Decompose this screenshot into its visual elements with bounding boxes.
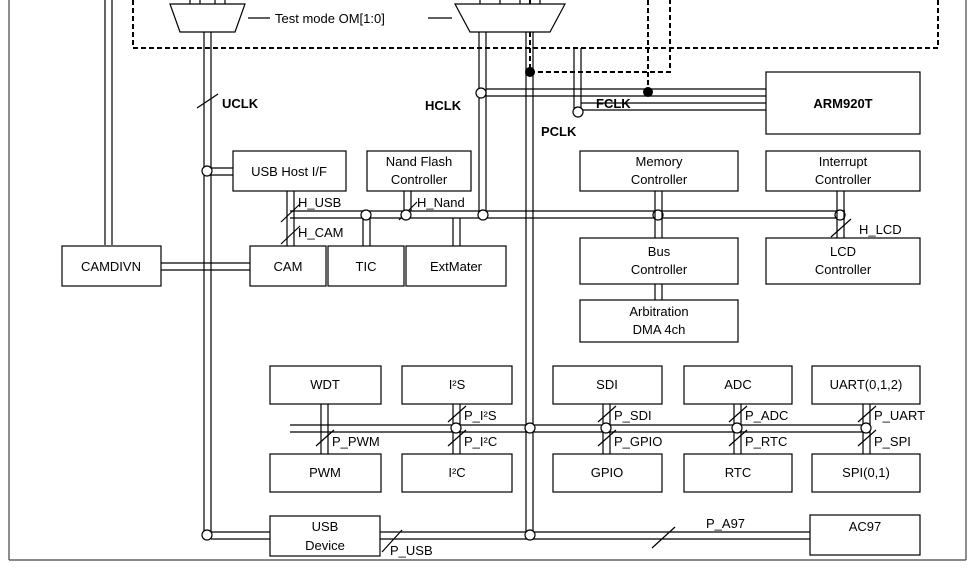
rtc-label: RTC bbox=[725, 465, 751, 480]
nand-line1: Nand Flash bbox=[386, 154, 452, 169]
interrupt-controller-block bbox=[765, 150, 921, 192]
lcd-controller-block bbox=[765, 237, 921, 285]
adc-label: ADC bbox=[724, 377, 751, 392]
apb-connectors bbox=[315, 404, 877, 454]
sdi-block bbox=[552, 365, 663, 405]
uart-block bbox=[811, 365, 921, 405]
wdt-block bbox=[269, 365, 382, 405]
inner-dashed-box bbox=[529, 0, 671, 73]
int-line1: Interrupt bbox=[819, 154, 868, 169]
h-cam-label: H_CAM bbox=[298, 225, 344, 240]
adc-block bbox=[683, 365, 793, 405]
pwm-label: PWM bbox=[309, 465, 341, 480]
lcd-line2: Controller bbox=[815, 262, 872, 277]
test-mode-label: Test mode OM[1:0] bbox=[275, 11, 385, 26]
p-i2c-label: P_I²C bbox=[464, 434, 497, 449]
arm920t-label: ARM920T bbox=[813, 96, 872, 111]
pclk-label: PCLK bbox=[541, 124, 577, 139]
usb-dev-line2: Device bbox=[305, 538, 345, 553]
p-sdi-label: P_SDI bbox=[614, 408, 652, 423]
hclk-node bbox=[475, 87, 487, 99]
cam-block bbox=[249, 245, 327, 287]
arbitration-dma-block bbox=[579, 299, 739, 343]
hclk-label: HCLK bbox=[425, 98, 462, 113]
pclk-junction-dot bbox=[525, 67, 535, 77]
arb-line1: Arbitration bbox=[629, 304, 688, 319]
i2c-block bbox=[401, 453, 513, 493]
p-uart-label: P_UART bbox=[874, 408, 925, 423]
extmater-block bbox=[405, 245, 507, 287]
memory-controller-block bbox=[579, 150, 739, 192]
h-lcd-label: H_LCD bbox=[859, 222, 902, 237]
p-i2s-label: P_I²S bbox=[464, 408, 497, 423]
p-spi-label: P_SPI bbox=[874, 434, 911, 449]
nand-line2: Controller bbox=[391, 172, 448, 187]
fclk-node bbox=[572, 106, 584, 118]
bus-line1: Bus bbox=[648, 244, 671, 259]
usb-host-block bbox=[232, 150, 347, 192]
fclk-junction-dot bbox=[643, 87, 653, 97]
uart-label: UART(0,1,2) bbox=[830, 377, 903, 392]
ac97-block bbox=[809, 514, 921, 556]
mem-line2: Controller bbox=[631, 172, 688, 187]
hclk-mux bbox=[453, 3, 567, 33]
spi-block bbox=[811, 453, 921, 493]
int-line2: Controller bbox=[815, 172, 872, 187]
spi-label: SPI(0,1) bbox=[842, 465, 890, 480]
h-usb-label: H_USB bbox=[298, 195, 341, 210]
p-a97-label: P_A97 bbox=[706, 516, 745, 531]
i2s-block bbox=[401, 365, 513, 405]
nand-flash-block bbox=[366, 150, 472, 192]
uclk-slash bbox=[196, 93, 219, 109]
p-gpio-label: P_GPIO bbox=[614, 434, 662, 449]
mem-line1: Memory bbox=[636, 154, 683, 169]
p-rtc-label: P_RTC bbox=[745, 434, 787, 449]
p-adc-label: P_ADC bbox=[745, 408, 788, 423]
clock-gen-boundary bbox=[132, 0, 939, 49]
arm920t-block bbox=[765, 71, 921, 135]
bus-line2: Controller bbox=[631, 262, 688, 277]
pwm-block bbox=[269, 453, 382, 493]
tic-label: TIC bbox=[356, 259, 377, 274]
extmater-label: ExtMater bbox=[430, 259, 483, 274]
camdivn-label: CAMDIVN bbox=[81, 259, 141, 274]
rtc-block bbox=[683, 453, 793, 493]
usb-device-block bbox=[269, 515, 381, 557]
ac97-label: AC97 bbox=[849, 519, 882, 534]
uclk-mux bbox=[169, 3, 246, 33]
fclk-label: FCLK bbox=[596, 96, 631, 111]
p-pwm-label: P_PWM bbox=[332, 434, 380, 449]
tic-block bbox=[327, 245, 405, 287]
gpio-label: GPIO bbox=[591, 465, 624, 480]
lcd-line1: LCD bbox=[830, 244, 856, 259]
uclk-label: UCLK bbox=[222, 96, 259, 111]
arb-line2: DMA 4ch bbox=[633, 322, 686, 337]
p-usb-label: P_USB bbox=[390, 543, 433, 558]
cam-label: CAM bbox=[274, 259, 303, 274]
usb-host-label: USB Host I/F bbox=[251, 164, 327, 179]
wdt-label: WDT bbox=[310, 377, 340, 392]
usb-dev-line1: USB bbox=[312, 519, 339, 534]
sdi-label: SDI bbox=[596, 377, 618, 392]
bus-controller-block bbox=[579, 237, 739, 285]
i2s-label: I²S bbox=[449, 377, 466, 392]
camdivn-block bbox=[61, 245, 162, 287]
gpio-block bbox=[552, 453, 663, 493]
h-nand-label: H_Nand bbox=[417, 195, 465, 210]
i2c-label: I²C bbox=[448, 465, 465, 480]
